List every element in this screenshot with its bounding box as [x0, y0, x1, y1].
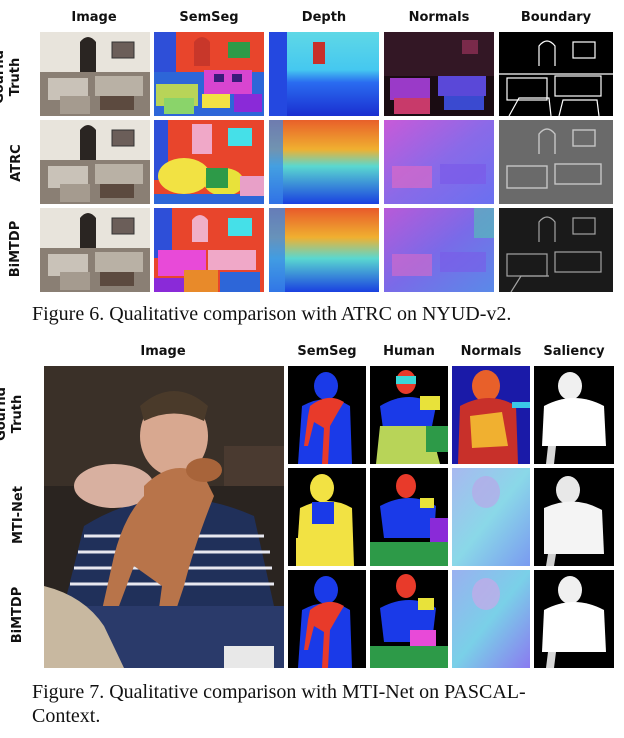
fig7-bimtdp-saliency [534, 570, 614, 668]
fig6-header-semseg: SemSeg [179, 10, 239, 25]
fig6-bimtdp-normals [384, 208, 494, 292]
fig7-row-label-ground-truth: Gournd Truth [0, 382, 30, 446]
fig6-atrc-depth [269, 120, 379, 204]
fig6-atrc-boundary [499, 120, 613, 204]
fig6-bimtdp-boundary [499, 208, 613, 292]
fig7-header-image: Image [140, 344, 186, 359]
fig7-header-saliency: Saliency [543, 344, 605, 359]
fig7-row-label-mti-net: MTI-Net [11, 477, 29, 553]
fig6-gt-depth [269, 32, 379, 116]
fig7-gt-saliency [534, 366, 614, 464]
fig7-row-label-bimtdp: BiMTDP [10, 580, 28, 650]
fig7-bimtdp-normals [452, 570, 530, 668]
fig6-atrc-image [40, 120, 150, 204]
fig6-bimtdp-depth [269, 208, 379, 292]
fig7-caption-line-1: Figure 7. Qualitative comparison with MT… [32, 681, 526, 703]
fig6-row-label-bimtdp: BiMTDP [8, 214, 26, 284]
fig6-atrc-normals [384, 120, 494, 204]
fig7-bimtdp-human [370, 570, 448, 668]
fig7-mtinet-human [370, 468, 448, 566]
fig6-bimtdp-image [40, 208, 150, 292]
fig7-mtinet-normals [452, 468, 530, 566]
fig7-header-semseg: SemSeg [297, 344, 357, 359]
row-label-line: ATRC [9, 144, 24, 182]
fig6-header-normals: Normals [408, 10, 470, 25]
fig7-bimtdp-semseg [288, 570, 366, 668]
row-label-line: Truth [8, 57, 23, 97]
fig7-mtinet-saliency [534, 468, 614, 566]
fig7-caption: Figure 7. Qualitative comparison with MT… [32, 680, 622, 728]
row-label-line: BiMTDP [10, 586, 25, 644]
fig6-gt-normals [384, 32, 494, 116]
row-label-line: Gournd [0, 50, 7, 104]
fig6-atrc-semseg [154, 120, 264, 204]
fig7-gt-normals [452, 366, 530, 464]
fig7-mtinet-semseg [288, 468, 366, 566]
row-label-line: Gournd [0, 387, 9, 441]
fig6-gt-image [40, 32, 150, 116]
row-label-line: Truth [10, 394, 25, 434]
fig7-gt-semseg [288, 366, 366, 464]
fig6-row-label-ground-truth: Gournd Truth [0, 45, 28, 109]
fig6-gt-semseg [154, 32, 264, 116]
row-label-line: MTI-Net [11, 486, 26, 544]
fig7-header-human: Human [383, 344, 435, 359]
fig7-gt-human [370, 366, 448, 464]
fig7-caption-line-2: Context. [32, 705, 101, 727]
fig7-header-normals: Normals [460, 344, 522, 359]
fig6-header-image: Image [71, 10, 117, 25]
fig6-row-label-atrc: ATRC [9, 133, 27, 193]
fig6-header-boundary: Boundary [520, 10, 592, 25]
fig7-input-image [44, 366, 284, 668]
fig6-gt-boundary [499, 32, 613, 116]
fig6-bimtdp-semseg [154, 208, 264, 292]
row-label-line: BiMTDP [8, 220, 23, 278]
fig6-header-depth: Depth [301, 10, 347, 25]
fig6-caption: Figure 6. Qualitative comparison with AT… [32, 303, 512, 325]
